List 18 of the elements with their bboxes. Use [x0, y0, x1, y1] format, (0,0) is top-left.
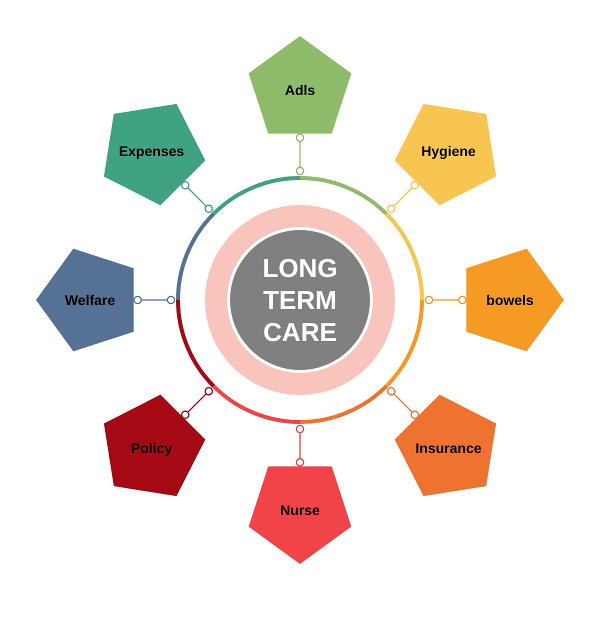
connector-line [180, 386, 214, 420]
pentagon-label: bowels [486, 290, 534, 310]
pentagon-label: Policy [130, 438, 172, 458]
center-circle [175, 175, 425, 425]
pentagon-label: Expenses [118, 142, 184, 161]
connector-line [296, 424, 304, 467]
connector-line [133, 296, 176, 304]
connector-line [386, 180, 420, 214]
pentagon-label: Hygiene [421, 142, 476, 161]
connector-line [180, 180, 214, 214]
pentagon-label: Insurance [415, 438, 482, 458]
pentagon-label: Welfare [64, 290, 116, 310]
center-title: LONG TERM CARE [261, 252, 339, 348]
connector-line [386, 386, 420, 420]
connector-line [296, 133, 304, 176]
pentagon-label: Adls [284, 80, 316, 100]
pentagon-label: Nurse [280, 500, 320, 520]
connector-line [424, 296, 467, 304]
